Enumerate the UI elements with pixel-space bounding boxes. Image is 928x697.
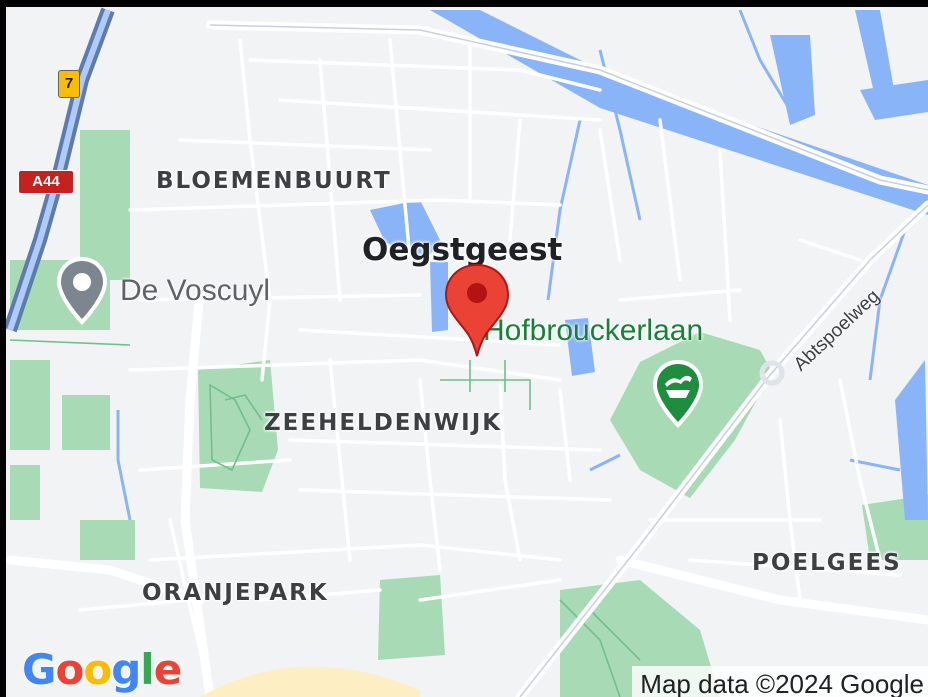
district-label-bloemenbuurt: BLOEMENBUURT: [156, 168, 392, 194]
google-logo-letter: o: [83, 645, 112, 694]
place-label-hofbrouckerlaan[interactable]: Hofbrouckerlaan: [483, 314, 704, 347]
roundabout: [759, 360, 785, 386]
google-logo-letter: o: [55, 645, 84, 694]
city-label-oegstgeest[interactable]: Oegstgeest: [362, 232, 563, 268]
park-icon[interactable]: [650, 358, 706, 430]
district-label-poelgees: POELGEES: [752, 550, 902, 576]
district-label-oranjepark: ORANJEPARK: [142, 580, 329, 606]
park-west-fields: [80, 130, 130, 280]
road-shield-7: 7: [58, 70, 80, 98]
map-pin-icon[interactable]: [442, 262, 512, 358]
google-logo-letter: l: [140, 645, 154, 694]
park-oranjepark: [378, 575, 445, 660]
google-logo-letter: G: [22, 645, 56, 694]
park-zeeheldenwijk: [198, 360, 278, 492]
google-logo[interactable]: Google: [22, 645, 182, 694]
location-icon[interactable]: [54, 255, 110, 327]
place-label-de-voscuyl[interactable]: De Voscuyl: [120, 274, 271, 307]
google-logo-letter: g: [111, 645, 141, 694]
map-copyright: Map data ©2024 Google: [632, 666, 928, 697]
park-hofbrouckerlaan: [610, 332, 772, 498]
streets: [78, 38, 902, 652]
district-label-zeeheldenwijk: ZEEHELDENWIJK: [264, 410, 503, 436]
google-logo-letter: e: [153, 645, 182, 694]
road-shield-a44: A44: [18, 170, 74, 194]
